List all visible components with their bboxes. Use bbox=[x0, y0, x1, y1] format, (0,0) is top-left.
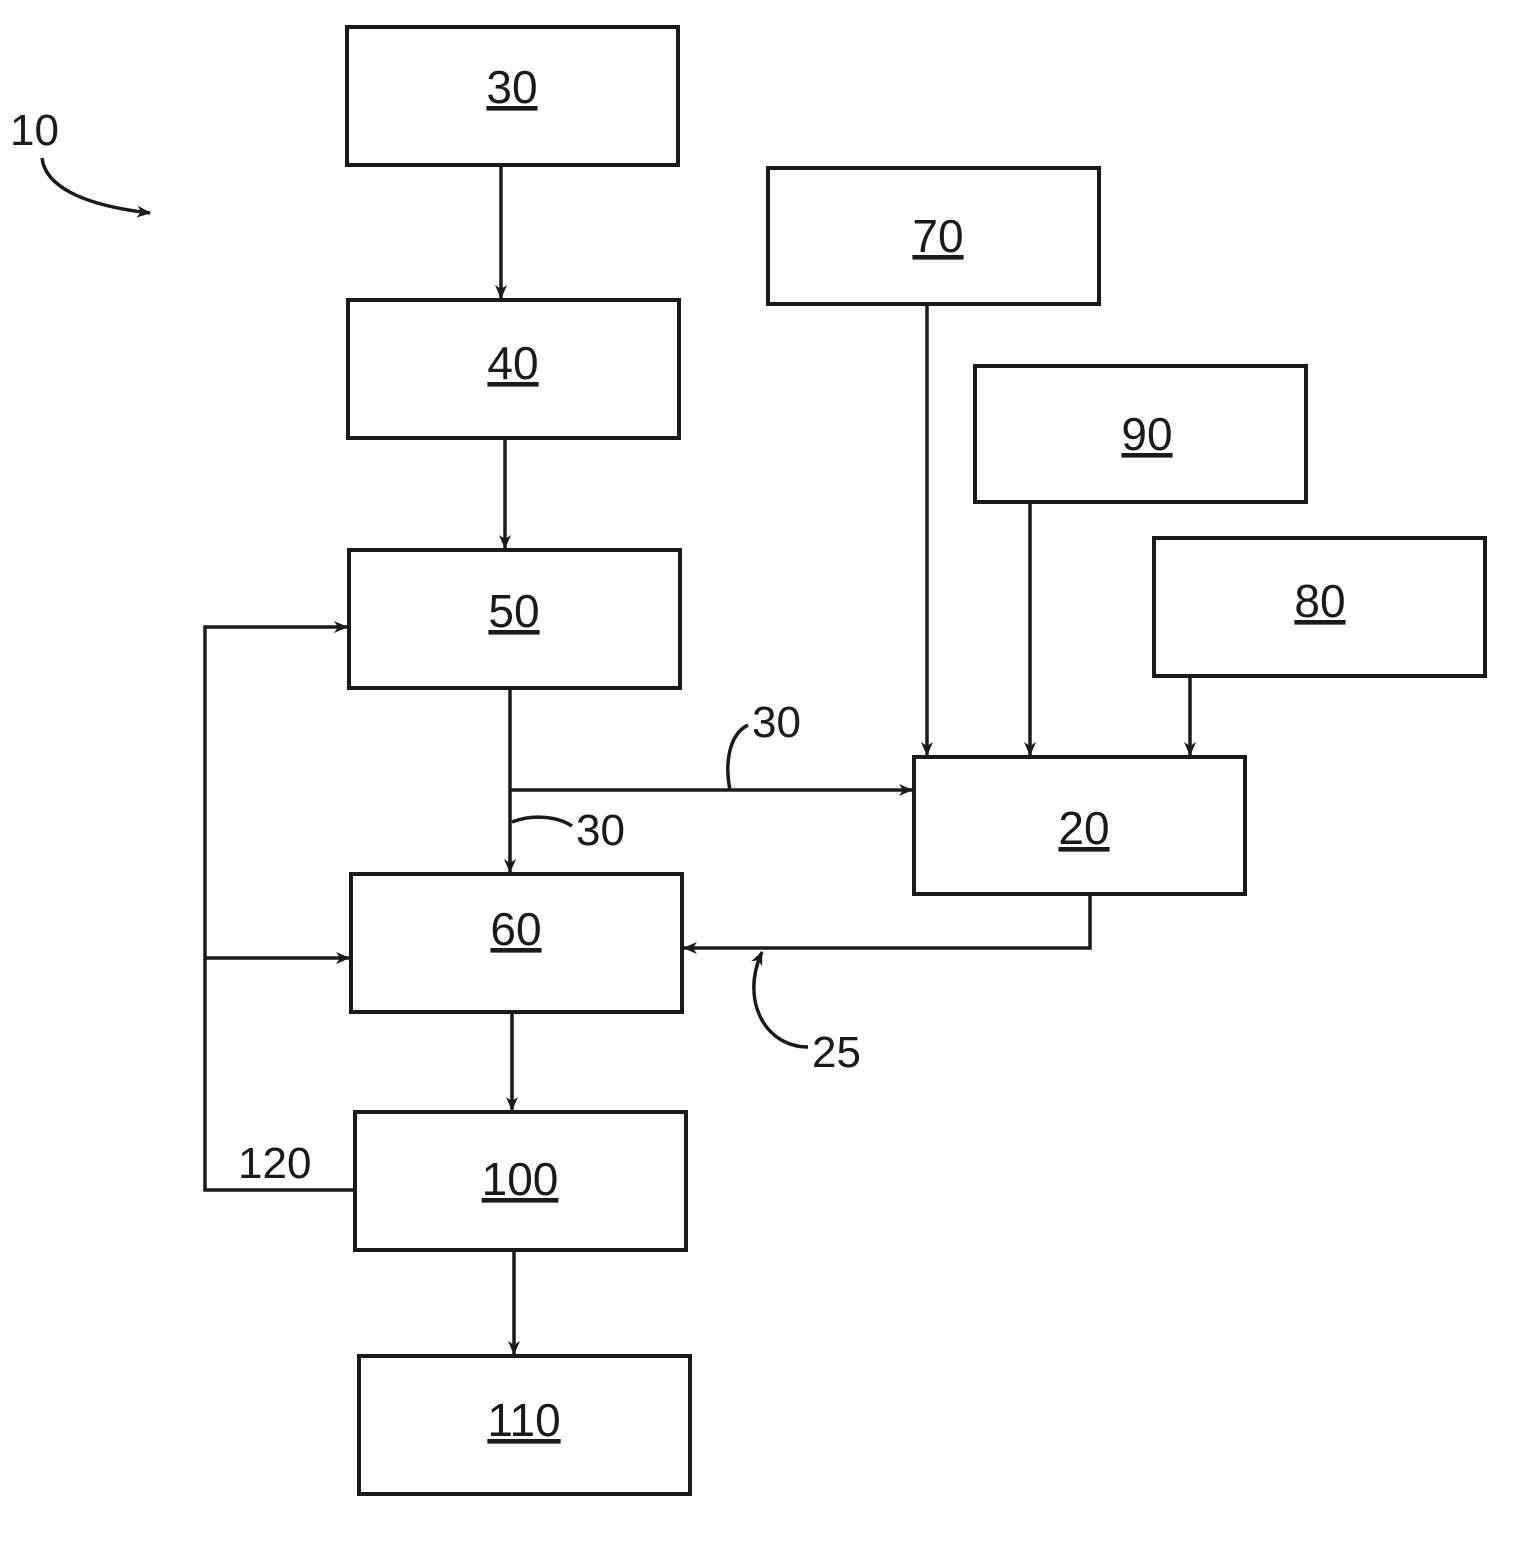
stream-to-20-label: 30 bbox=[752, 698, 801, 747]
block-110-label: 110 bbox=[487, 1394, 560, 1446]
arrow-20-to-60 bbox=[683, 894, 1092, 954]
block-50: 50 bbox=[347, 548, 682, 690]
block-40: 40 bbox=[346, 298, 681, 440]
return-25-label: 25 bbox=[812, 1028, 861, 1077]
block-100-label: 100 bbox=[482, 1153, 559, 1205]
stream-to-60-label: 30 bbox=[576, 806, 625, 855]
recycle-loop-to-50 bbox=[203, 621, 355, 1192]
block-60-label: 60 bbox=[490, 903, 541, 955]
block-110: 110 bbox=[357, 1354, 692, 1496]
block-40-label: 40 bbox=[487, 337, 538, 389]
figure-ref-arrow bbox=[40, 157, 151, 218]
block-20-label: 20 bbox=[1058, 802, 1109, 854]
block-90: 90 bbox=[973, 364, 1308, 504]
block-80-label: 80 bbox=[1294, 575, 1345, 627]
block-70: 70 bbox=[766, 166, 1101, 306]
block-80: 80 bbox=[1152, 536, 1487, 678]
block-30-label: 30 bbox=[486, 61, 537, 113]
recycle-120-label: 120 bbox=[238, 1139, 311, 1188]
block-50-label: 50 bbox=[488, 585, 539, 637]
stream-to-60-leader bbox=[511, 815, 573, 828]
block-90-label: 90 bbox=[1121, 408, 1172, 460]
stream-to-20-leader bbox=[726, 723, 749, 791]
block-30: 30 bbox=[345, 25, 680, 167]
block-60: 60 bbox=[349, 872, 684, 1014]
block-20: 20 bbox=[912, 755, 1247, 896]
block-70-label: 70 bbox=[912, 210, 963, 262]
block-100: 100 bbox=[353, 1110, 688, 1252]
return-25-leader bbox=[751, 951, 809, 1049]
figure-ref-label: 10 bbox=[10, 106, 59, 155]
